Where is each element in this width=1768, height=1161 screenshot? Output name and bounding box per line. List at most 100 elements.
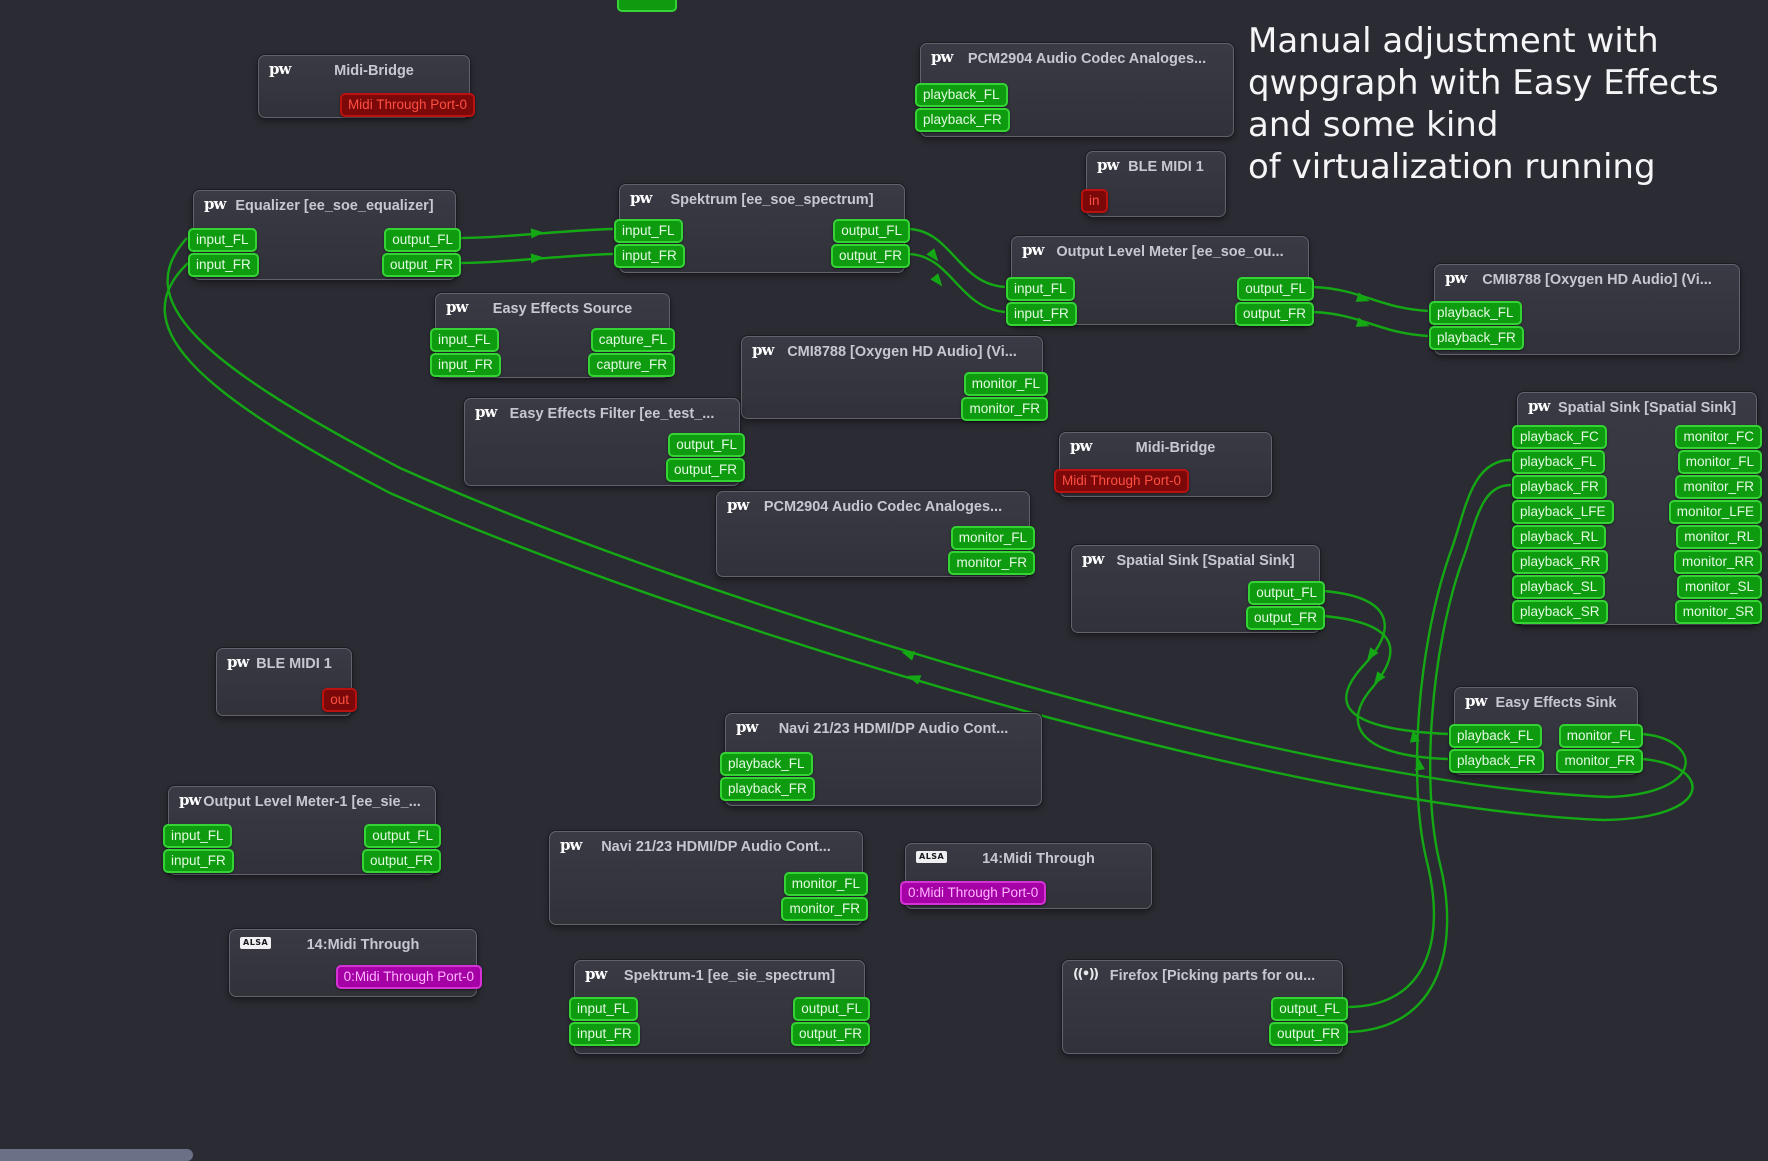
port-out[interactable]: out xyxy=(322,688,357,712)
port-playback_FR[interactable]: playback_FR xyxy=(915,108,1010,132)
port-Midi-Through-Port-0[interactable]: Midi Through Port-0 xyxy=(339,93,475,117)
wire-spatial-sink-small.output_FR--easy-effects-sink.playback_FR[interactable] xyxy=(1323,614,1449,761)
port-playback_FR[interactable]: playback_FR xyxy=(720,777,815,801)
port-output_FR[interactable]: output_FR xyxy=(381,253,461,277)
wire-output-level-meter.output_FL--cmi8788-right.playback_FL[interactable] xyxy=(1312,285,1429,313)
port-monitor_FL[interactable]: monitor_FL xyxy=(950,526,1035,550)
wire-spatial-sink-small.output_FL--easy-effects-sink.playback_FL[interactable] xyxy=(1323,589,1449,736)
port-monitor_LFE[interactable]: monitor_LFE xyxy=(1668,500,1762,524)
port-monitor_FL[interactable]: monitor_FL xyxy=(963,372,1048,396)
port-playback_FR[interactable]: playback_FR xyxy=(1429,326,1524,350)
port-playback_FR[interactable]: playback_FR xyxy=(1512,475,1607,499)
port-monitor_FL[interactable]: monitor_FL xyxy=(1558,724,1643,748)
port-output_FL[interactable]: output_FL xyxy=(384,228,461,252)
port-monitor_FL[interactable]: monitor_FL xyxy=(783,872,868,896)
port-playback_FR[interactable]: playback_FR xyxy=(1449,749,1544,773)
port-playback_FL[interactable]: playback_FL xyxy=(1429,301,1522,325)
port-capture_FR[interactable]: capture_FR xyxy=(588,353,675,377)
port-output_FR[interactable]: output_FR xyxy=(1245,606,1325,630)
port-playback_FL[interactable]: playback_FL xyxy=(915,83,1008,107)
node-firefox[interactable]: ((•))Firefox [Picking parts for ou...out… xyxy=(1062,960,1348,1054)
wire-firefox.output_FR--spatial-sink-big.playback_FR[interactable] xyxy=(1346,483,1512,1034)
port-monitor_FR[interactable]: monitor_FR xyxy=(948,551,1035,575)
port-output_FL[interactable]: output_FL xyxy=(668,433,745,457)
port-playback_FL[interactable]: playback_FL xyxy=(1449,724,1542,748)
port-output_FL[interactable]: output_FL xyxy=(1271,997,1348,1021)
port-input_FL[interactable]: input_FL xyxy=(1006,277,1075,301)
port-output_FL[interactable]: output_FL xyxy=(1237,277,1314,301)
port-output_FL[interactable]: output_FL xyxy=(1248,581,1325,605)
port-monitor_FR[interactable]: monitor_FR xyxy=(1556,749,1643,773)
wire-easy-effects-sink.monitor_FL--equalizer.input_FL[interactable] xyxy=(166,237,1687,799)
port-output_FR[interactable]: output_FR xyxy=(1234,302,1314,326)
port-output_FL[interactable]: output_FL xyxy=(833,219,910,243)
port-0-Midi-Through-Port-0[interactable]: 0:Midi Through Port-0 xyxy=(900,881,1047,905)
port-monitor_RR[interactable]: monitor_RR xyxy=(1673,550,1762,574)
port-playback_RR[interactable]: playback_RR xyxy=(1512,550,1609,574)
port-0-Midi-Through-Port-0[interactable]: 0:Midi Through Port-0 xyxy=(335,965,482,989)
wire-output-level-meter.output_FR--cmi8788-right.playback_FR[interactable] xyxy=(1312,310,1429,338)
port-playback_FL[interactable]: playback_FL xyxy=(1512,450,1605,474)
port-input_FL[interactable]: input_FL xyxy=(163,824,232,848)
port-playback_SR[interactable]: playback_SR xyxy=(1512,600,1608,624)
port-monitor_FR[interactable]: monitor_FR xyxy=(781,897,868,921)
port-input_FL[interactable]: input_FL xyxy=(569,997,638,1021)
port-output_FR[interactable]: output_FR xyxy=(361,849,441,873)
port-output_FL[interactable]: output_FL xyxy=(364,824,441,848)
port-output_FR[interactable]: output_FR xyxy=(830,244,910,268)
port-playback_SL[interactable]: playback_SL xyxy=(1512,575,1606,599)
port-in[interactable]: in xyxy=(1081,189,1108,213)
cutoff-port-top-edge[interactable] xyxy=(617,0,677,12)
port-monitor_FL[interactable]: monitor_FL xyxy=(1677,450,1762,474)
port-output_FR[interactable]: output_FR xyxy=(1268,1022,1348,1046)
port-monitor_RL[interactable]: monitor_RL xyxy=(1676,525,1762,549)
port-input_FL[interactable]: input_FL xyxy=(614,219,683,243)
port-input_FR[interactable]: input_FR xyxy=(1006,302,1077,326)
port-input_FL[interactable]: input_FL xyxy=(188,228,257,252)
port-playback_LFE[interactable]: playback_LFE xyxy=(1512,500,1614,524)
port-output_FL[interactable]: output_FL xyxy=(793,997,870,1021)
port-playback_FC[interactable]: playback_FC xyxy=(1512,425,1607,449)
port-monitor_SR[interactable]: monitor_SR xyxy=(1674,600,1762,624)
port-input_FR[interactable]: input_FR xyxy=(188,253,259,277)
port-playback_RL[interactable]: playback_RL xyxy=(1512,525,1607,549)
port-input_FR[interactable]: input_FR xyxy=(430,353,501,377)
port-Midi-Through-Port-0[interactable]: Midi Through Port-0 xyxy=(1054,469,1190,493)
wire-easy-effects-sink.monitor_FR--equalizer.input_FR[interactable] xyxy=(163,262,1694,822)
port-input_FR[interactable]: input_FR xyxy=(614,244,685,268)
port-output_FR[interactable]: output_FR xyxy=(790,1022,870,1046)
port-input_FR[interactable]: input_FR xyxy=(163,849,234,873)
port-monitor_FR[interactable]: monitor_FR xyxy=(1675,475,1762,499)
port-input_FR[interactable]: input_FR xyxy=(569,1022,640,1046)
wire-firefox.output_FL--spatial-sink-big.playback_FL[interactable] xyxy=(1346,458,1512,1009)
horizontal-scrollbar-thumb[interactable] xyxy=(0,1149,193,1161)
port-monitor_SL[interactable]: monitor_SL xyxy=(1676,575,1762,599)
port-input_FL[interactable]: input_FL xyxy=(430,328,499,352)
port-monitor_FR[interactable]: monitor_FR xyxy=(961,397,1048,421)
port-monitor_FC[interactable]: monitor_FC xyxy=(1675,425,1762,449)
port-playback_FL[interactable]: playback_FL xyxy=(720,752,813,776)
wire-spektrum.output_FR--output-level-meter.input_FR[interactable] xyxy=(908,252,1006,314)
wire-spektrum.output_FL--output-level-meter.input_FL[interactable] xyxy=(908,227,1006,289)
port-capture_FL[interactable]: capture_FL xyxy=(590,328,675,352)
